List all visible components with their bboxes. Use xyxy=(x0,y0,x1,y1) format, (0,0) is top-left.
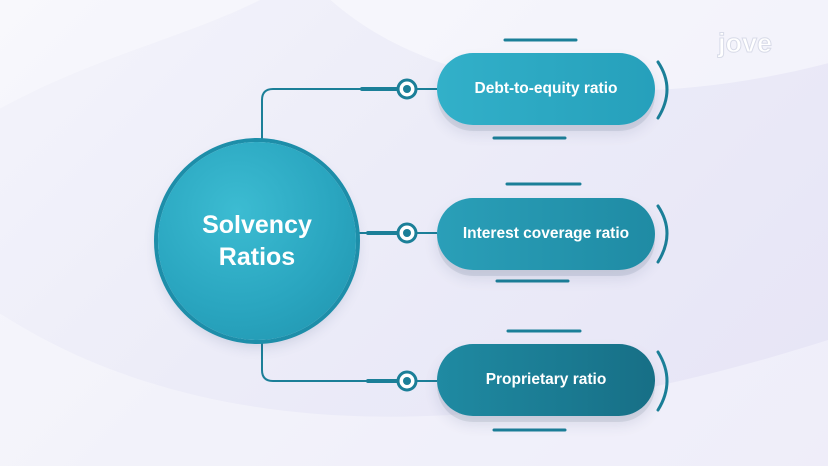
ratio-pill-proprietary: Proprietary ratio xyxy=(437,344,655,416)
ratio-pill-interest-coverage: Interest coverage ratio xyxy=(437,198,655,270)
connector-line-3 xyxy=(261,343,398,382)
node-icon-3 xyxy=(396,370,437,392)
node-icon-1 xyxy=(396,78,437,100)
solvency-ratios-hub: Solvency Ratios xyxy=(158,142,356,340)
jove-logo: jove xyxy=(717,28,773,59)
node-icon-2 xyxy=(396,222,437,244)
pill-3-arc xyxy=(656,350,669,412)
ratio-pill-debt-to-equity: Debt-to-equity ratio xyxy=(437,53,655,125)
pill-1-arc xyxy=(656,60,669,120)
connector-line-1 xyxy=(261,88,362,140)
svg-text:jove: jove xyxy=(717,28,772,58)
hub-title: Solvency Ratios xyxy=(202,211,312,271)
pill-2-arc xyxy=(656,204,669,264)
